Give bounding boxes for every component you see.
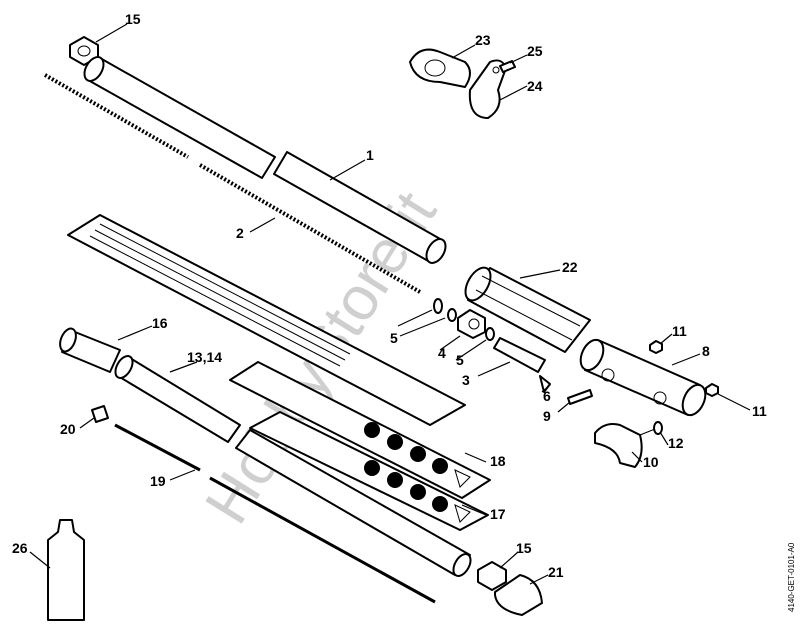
- part-8-gearbox-housing: [579, 338, 707, 417]
- label-23: 23: [475, 32, 491, 48]
- part-7-circlip: [433, 298, 443, 314]
- label-19: 19: [150, 473, 166, 489]
- label-11b: 11: [752, 403, 767, 419]
- label-1: 1: [366, 147, 374, 163]
- part-12-washer: [653, 421, 663, 435]
- label-15: 15: [125, 11, 141, 27]
- part-17-decal: [249, 411, 489, 531]
- label-5b: 5: [456, 352, 464, 368]
- label-12: 12: [668, 435, 684, 451]
- part-19-rod: [114, 423, 436, 604]
- part-24-clamp-half: [468, 59, 507, 119]
- drawing-code: 4140-GET-0101-A0: [787, 542, 796, 612]
- part-16-ferrule: [59, 327, 121, 373]
- part-22-sleeve: [464, 266, 591, 353]
- label-20: 20: [60, 421, 76, 437]
- label-25: 25: [527, 43, 543, 59]
- part-18-decal: [229, 361, 491, 499]
- part-23-clamp: [409, 48, 471, 88]
- label-13-14: 13,14: [187, 349, 222, 365]
- label-22: 22: [562, 259, 578, 275]
- label-17: 17: [490, 506, 506, 522]
- part-10-knob: [594, 423, 656, 468]
- leader-lines: [29, 23, 751, 585]
- label-10: 10: [643, 454, 659, 470]
- part-13-14-tube: [114, 355, 472, 577]
- label-6: 6: [543, 388, 551, 404]
- label-2: 2: [236, 225, 244, 241]
- part-4-nut: [457, 309, 486, 339]
- part-5-washer: [447, 308, 457, 322]
- part-11-nut: [649, 340, 663, 354]
- part-3-shaft: [493, 337, 546, 373]
- part-1-drive-tube: [83, 56, 447, 264]
- part-decal-large: [67, 214, 466, 426]
- part-2-drive-shaft: [44, 73, 421, 294]
- part-11-nut-b: [705, 383, 719, 397]
- label-16: 16: [152, 315, 168, 331]
- label-8: 8: [702, 343, 710, 359]
- part-15-ferrule-b: [477, 561, 507, 591]
- part-5-washer-b: [485, 327, 495, 341]
- label-18: 18: [490, 453, 506, 469]
- label-24: 24: [527, 78, 543, 94]
- label-11: 11: [672, 323, 687, 339]
- label-15b: 15: [516, 540, 532, 556]
- part-20-bushing: [91, 405, 109, 423]
- part-labels: 15 23 25 24 1 2 22 16 11 8 5 4 5 3 6 9 1…: [12, 11, 767, 580]
- label-21: 21: [548, 564, 564, 580]
- part-9-screw: [567, 389, 593, 405]
- label-26: 26: [12, 540, 28, 556]
- part-26-grease-tube: [47, 519, 85, 621]
- part-21-cap: [494, 574, 543, 616]
- label-4: 4: [438, 345, 446, 361]
- part-25-screw: [499, 60, 516, 73]
- label-3: 3: [462, 372, 470, 388]
- label-9: 9: [543, 408, 551, 424]
- label-5: 5: [390, 330, 398, 346]
